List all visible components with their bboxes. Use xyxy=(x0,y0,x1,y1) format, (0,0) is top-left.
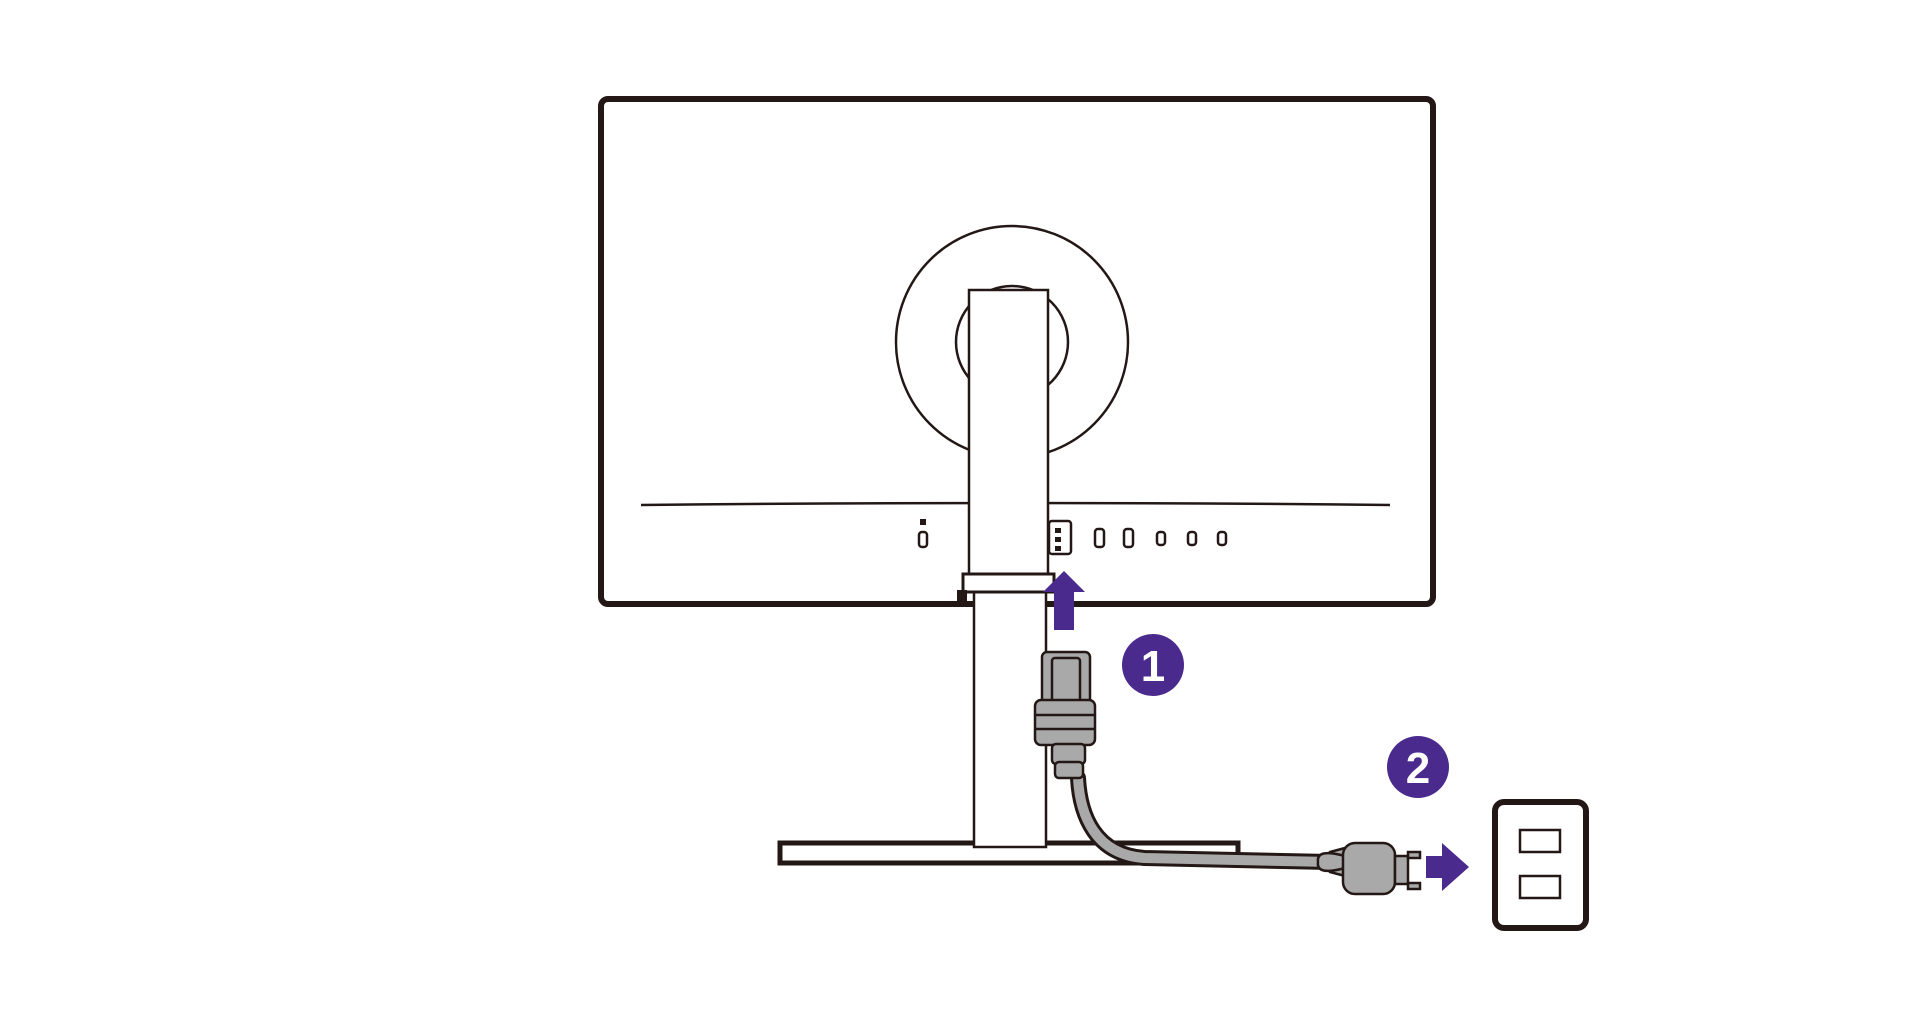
port-5-icon xyxy=(1216,530,1228,547)
step-1-badge: 1 xyxy=(1122,634,1184,696)
step-2-badge: 2 xyxy=(1387,736,1449,798)
arrow-right-icon xyxy=(1426,843,1469,891)
c13-connector xyxy=(1033,650,1097,780)
outlet-socket-top xyxy=(1518,828,1562,854)
stand-neck-upper xyxy=(967,288,1050,579)
port-row xyxy=(917,519,1228,556)
step-2-number: 2 xyxy=(1406,744,1430,793)
power-cable xyxy=(1033,650,1422,896)
stand xyxy=(777,288,1241,866)
arrow-up-icon xyxy=(1043,571,1085,630)
kensington-lock-icon xyxy=(917,519,929,549)
stand-collar xyxy=(961,572,1056,594)
port-4-icon xyxy=(1186,530,1198,547)
stand-hinge xyxy=(957,590,967,606)
outlet-socket-bottom xyxy=(1518,874,1562,900)
step-1-number: 1 xyxy=(1141,642,1165,691)
ac-power-inlet-icon xyxy=(1047,519,1073,556)
cable-body-fill xyxy=(1073,773,1335,867)
connector-grip xyxy=(1033,698,1097,747)
port-1-icon xyxy=(1093,527,1106,549)
wall-outlet-icon xyxy=(1492,799,1589,931)
port-3-icon xyxy=(1155,530,1167,547)
port-2-icon xyxy=(1122,527,1135,549)
wall-plug xyxy=(1316,841,1422,896)
